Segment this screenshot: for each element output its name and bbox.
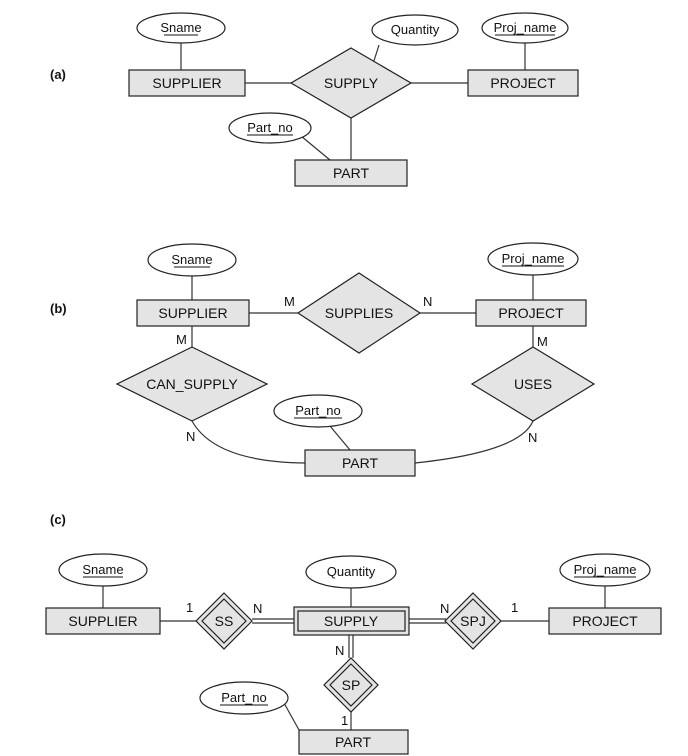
identifying-rel-c-spj [444,592,502,650]
relationship-b-supplies-label: SUPPLIES [325,305,393,321]
entity-a-project [467,69,579,97]
attr-c-projname [559,553,651,587]
card-c-sp-part: 1 [341,713,348,728]
attr-c-projname-label: Proj_name [574,562,637,577]
entity-c-supplier-label: SUPPLIER [68,613,137,629]
attr-b-partno-label: Part_no [295,403,341,418]
diagram-a: (a) Sname Quantity Proj_name Part_no SUP… [50,12,579,187]
card-b-supplier-cansupply: M [176,332,187,347]
weak-entity-c-supply-label: SUPPLY [324,613,379,629]
attr-a-sname-label: Sname [160,20,201,35]
entity-b-supplier [136,299,250,327]
entity-b-supplier-label: SUPPLIER [158,305,227,321]
identifying-rel-c-ss-inner [201,598,247,644]
weak-entity-c-supply-inner [297,610,406,632]
relationship-b-supplies [296,272,422,354]
relationship-b-cansupply-label: CAN_SUPPLY [146,376,238,392]
card-c-ss-supply: N [253,601,262,616]
entity-c-supplier [45,607,161,635]
identifying-rel-c-ss [195,592,253,650]
entity-a-part [294,159,408,187]
attr-a-sname [136,12,226,44]
attr-b-projname-label: Proj_name [502,251,565,266]
card-c-supply-sp: N [335,643,344,658]
card-b-project-uses: M [537,334,548,349]
diagram-b: (b) Sname Proj_name Part_no SUPPLIER PRO… [50,242,596,477]
attr-c-partno-label: Part_no [221,690,267,705]
relationship-b-cansupply [115,346,269,422]
line-c-partno-part [283,702,300,731]
weak-entity-c-supply [293,606,410,636]
entity-b-part-label: PART [342,455,378,471]
entity-c-part [298,729,409,755]
entity-a-project-label: PROJECT [490,75,556,91]
entity-a-part-label: PART [333,165,369,181]
entity-b-part [304,449,416,477]
attr-c-sname [58,553,148,587]
identifying-rel-c-spj-inner [450,598,496,644]
line-b-uses-part [414,420,534,464]
attr-a-partno-label: Part_no [247,120,293,135]
entity-c-part-label: PART [335,734,371,750]
relationship-a-supply [289,47,413,119]
card-b-supplies-project: N [423,294,432,309]
identifying-rel-c-sp [323,657,379,713]
line-b-cansupply-part [191,420,306,464]
part-a-label: (a) [50,67,66,82]
attr-c-sname-label: Sname [82,562,123,577]
attr-b-partno [273,394,363,428]
identifying-rel-c-spj-label: SPJ [460,613,486,629]
part-b-label: (b) [50,301,67,316]
identifying-rel-c-ss-label: SS [215,613,234,629]
attr-b-sname [147,243,237,277]
attr-b-projname [487,242,579,276]
card-c-supplier-ss: 1 [186,600,193,615]
card-b-supplier-supplies: M [284,294,295,309]
attr-c-quantity [305,555,397,589]
entity-c-project [548,607,662,635]
entity-a-supplier [128,69,246,97]
card-b-uses-part: N [528,430,537,445]
relationship-b-uses [470,346,596,422]
card-c-supply-spj: N [440,601,449,616]
card-b-cansupply-part: N [186,429,195,444]
line-a-partno-part [300,135,331,161]
entity-c-project-label: PROJECT [572,613,638,629]
part-c-label: (c) [50,512,66,527]
entity-a-supplier-label: SUPPLIER [152,75,221,91]
attr-a-quantity-label: Quantity [391,22,440,37]
attr-b-sname-label: Sname [171,252,212,267]
relationship-b-uses-label: USES [514,376,552,392]
diagram-c: (c) Sname Quantity Proj_name Part_no SUP… [45,512,662,755]
attr-a-quantity [371,14,459,46]
entity-b-project [475,299,587,327]
identifying-rel-c-sp-inner [329,663,373,707]
relationship-a-supply-label: SUPPLY [324,75,379,91]
identifying-rel-c-sp-label: SP [342,677,361,693]
line-b-partno-part [329,425,351,451]
card-c-spj-project: 1 [511,600,518,615]
attr-c-quantity-label: Quantity [327,564,376,579]
attr-a-projname-label: Proj_name [494,20,557,35]
entity-b-project-label: PROJECT [498,305,564,321]
attr-c-partno [199,681,289,715]
